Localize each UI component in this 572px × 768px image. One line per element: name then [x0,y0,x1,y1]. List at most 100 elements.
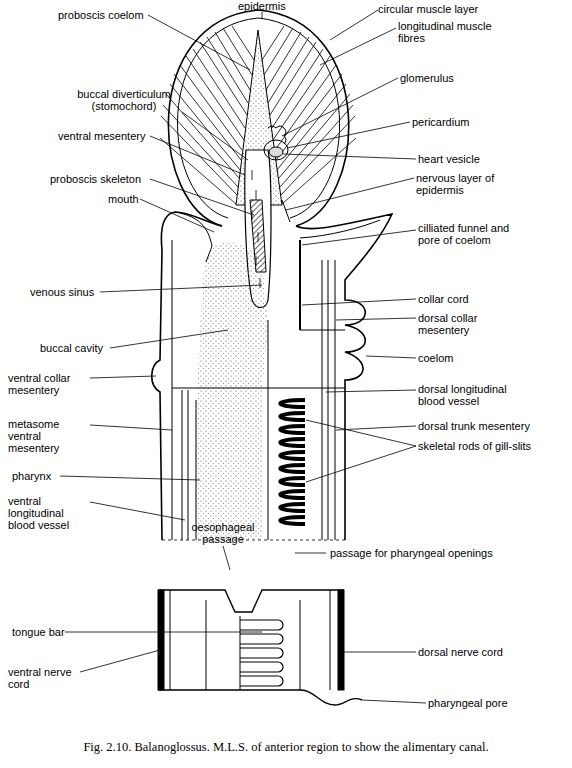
muscle-fibre [232,26,254,60]
gill-rod [280,491,305,498]
part-label: proboscis skeleton [50,173,141,185]
ventral-nerve-cord [158,590,164,690]
muscle-fibre [193,49,245,128]
muscle-fibre [266,32,301,90]
pericardium [264,140,288,160]
muscle-fibre [160,138,236,204]
ventral-body-wall [152,212,222,540]
dorsal-body-wall [296,214,392,540]
septum [240,616,241,690]
muscle-fibre [277,84,346,170]
part-label: ventral collar mesentery [8,372,94,396]
leader-line [302,230,416,245]
muscle-fibre [262,26,284,60]
muscle-fibre [170,84,240,170]
collar-trunk-septum [172,388,345,389]
leader-line [282,78,398,136]
leader-line [320,28,396,65]
body-wall [170,590,330,690]
pharyngeal-region [158,590,362,705]
gill-rod [280,426,305,433]
leader-line [90,376,156,378]
oesophageal-notch [158,590,344,612]
gill-rod [280,400,305,407]
muscle-fibre [200,42,247,115]
leader-line [287,122,410,148]
nervous-layer [282,200,290,222]
part-label: dorsal trunk mesentery [418,420,568,432]
figure-caption: Fig. 2.10. Balanoglossus. M.L.S. of ante… [10,740,562,754]
leader-line [330,10,378,40]
pharyngeal-pore [158,690,362,705]
part-label: nervous layer of epidermis [416,172,526,196]
muscle-fibre [166,94,239,178]
leader-line [150,179,254,215]
part-label: coelom [418,352,453,364]
collar-lip [175,212,212,262]
leader-line [60,476,200,480]
leader-line [80,650,160,672]
leader-line [286,178,414,210]
inner-body-wall [172,240,173,540]
leader-line [336,426,416,430]
gill-rods [280,400,305,524]
gill-rod [280,517,305,524]
leader-line [140,199,214,232]
part-label: proboscis coelom [58,9,144,21]
collar-lip-inner [300,220,380,238]
collar-and-trunk [152,212,392,540]
part-label: ventral longitudinal blood vessel [8,495,92,531]
leader-line [150,136,245,175]
muscle-fibre [223,28,252,75]
leader-line [306,420,416,446]
leader-line [223,546,230,570]
part-label: oesophageal passage [183,521,263,545]
pharynx-wall [196,400,197,540]
leader-line [362,700,426,703]
leader-line [100,285,262,292]
pharynx-wall [268,320,269,540]
gill-rod [280,504,305,511]
dorsal-vessel [322,260,328,540]
muscle-fibre [280,105,353,187]
leader-line [90,425,172,430]
part-label: pericardium [412,116,469,128]
part-label: longitudinal muscle fibres [398,20,510,44]
dorsal-nerve-cord [338,590,344,690]
part-label: ventral nerve cord [8,666,82,690]
ventral-vessel [182,390,188,540]
part-label: heart vesicle [418,153,480,165]
leader-line [326,390,416,392]
collar-cord [299,240,301,330]
muscle-fibre [268,37,309,103]
part-label: venous sinus [30,286,94,298]
part-label: ventral mesentery [58,130,145,142]
part-label: cilliated funnel and pore of coelom [418,222,528,246]
gill-rod [280,413,305,420]
part-label: epidermis [238,0,286,12]
part-label: dorsal nerve cord [418,646,503,658]
leader-line [65,632,262,633]
leader-line [283,154,416,159]
leader-lines [60,10,426,703]
muscle-fibre [282,138,356,204]
leader-line [336,318,416,320]
leader-line [110,330,228,348]
part-label: pharyngeal pore [428,697,508,709]
leader-line [295,553,326,554]
muscle-fibre [174,74,241,160]
muscle-fibre [279,94,350,178]
cut-edge [162,540,345,541]
part-label: dorsal collar mesentery [418,312,518,336]
part-label: buccal cavity [40,342,103,354]
part-label: passage for pharyngeal openings [330,547,493,559]
part-label: dorsal longitudinal blood vessel [418,383,530,407]
gill-rod [280,478,305,485]
part-label: skeletal rods of gill-slits [418,440,568,452]
leader-line [306,446,416,482]
part-label: glomerulus [400,72,454,84]
part-label: mouth [108,193,139,205]
part-label: tongue bar [12,626,65,638]
leader-line [262,12,263,18]
